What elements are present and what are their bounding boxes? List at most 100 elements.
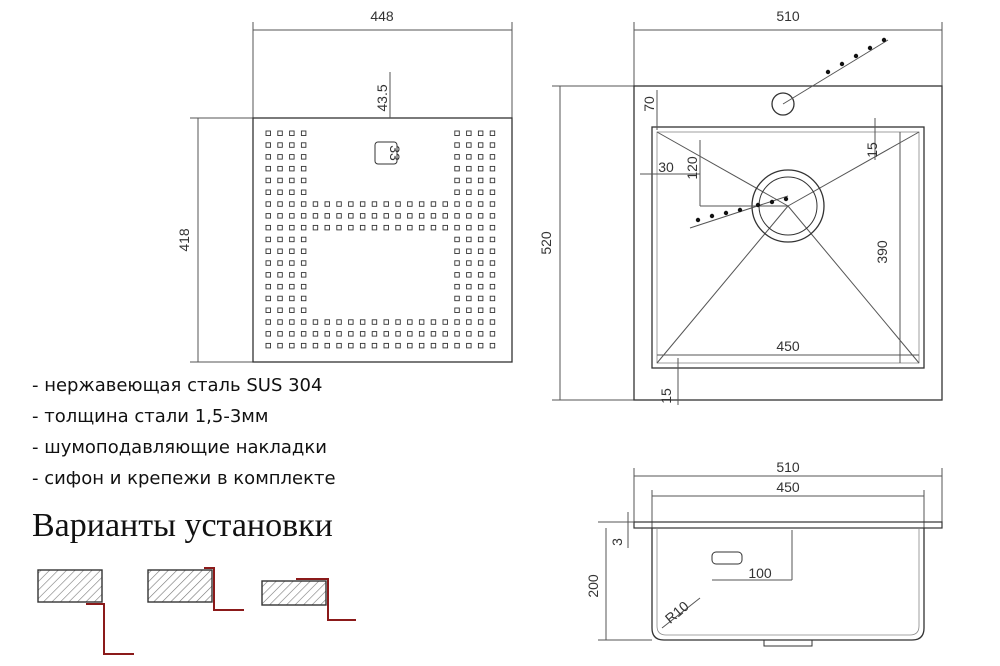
sink-rim (633, 85, 943, 401)
drain-hole (454, 213, 460, 219)
drain-hole (477, 295, 484, 302)
feature-item: - нержавеющая сталь SUS 304 (32, 375, 323, 396)
drain-hole (289, 213, 295, 219)
drain-hole (359, 201, 366, 207)
drain-hole (489, 272, 496, 278)
drain-hole (489, 142, 496, 148)
drain-hole (265, 307, 271, 313)
grid-offset-label: 43.5 (374, 84, 390, 111)
drain-hole (489, 201, 496, 207)
drain-hole (265, 224, 271, 231)
drain-hole (430, 213, 437, 219)
drain-hole (359, 319, 366, 325)
install-variant-2 (147, 567, 244, 611)
drain-hole (489, 236, 496, 243)
drain-hole (265, 272, 271, 278)
drain-hole (466, 224, 472, 231)
drain-hole (466, 307, 472, 313)
drain-hole (489, 307, 496, 313)
drain-hole (289, 224, 295, 231)
drain-hole (300, 130, 307, 136)
drain-hole (489, 331, 496, 337)
drain-hole (359, 342, 366, 349)
drain-hole (336, 319, 342, 325)
feature-item: - сифон и крепежи в комплекте (32, 468, 336, 489)
drain-hole (265, 236, 271, 243)
section-rim-label: 3 (609, 538, 625, 546)
drain-hole (300, 165, 307, 172)
drain-hole (489, 295, 496, 302)
drain-hole (265, 248, 271, 254)
drain-hole (430, 342, 437, 349)
drain-hole (477, 342, 484, 349)
drain-hole (477, 130, 484, 136)
feature-item: - толщина стали 1,5-3мм (32, 406, 269, 427)
drain-hole (277, 248, 283, 254)
drain-hole (489, 342, 496, 349)
drain-hole (348, 319, 354, 325)
drain-hole (466, 130, 472, 136)
drain-hole (289, 154, 295, 160)
plan-height-label: 520 (538, 231, 554, 255)
drain-hole (300, 272, 307, 278)
drain-hole (312, 319, 319, 325)
drain-hole (265, 213, 271, 219)
drain-hole (383, 224, 389, 231)
drain-hole (300, 213, 307, 219)
drain-hole (277, 213, 283, 219)
drain-hole (289, 189, 295, 195)
drain-hole (289, 307, 295, 313)
drain-hole (430, 331, 437, 337)
plan-inner-offset-label: 30 (658, 159, 674, 175)
drain-hole (489, 213, 496, 219)
drain-hole (477, 260, 484, 266)
drain-hole (477, 248, 484, 254)
drain-hole (477, 189, 484, 195)
drain-hole (477, 213, 484, 219)
drain-hole (371, 342, 378, 349)
drain-hole (407, 213, 413, 219)
drain-hole (418, 213, 425, 219)
drain-hole (454, 295, 460, 302)
drain-hole (277, 295, 283, 302)
drain-hole (348, 224, 354, 231)
drain-hole (477, 331, 484, 337)
drain-hole (466, 142, 472, 148)
drain-hole (430, 224, 437, 231)
drain-hole (442, 201, 448, 207)
drain-hole (489, 283, 496, 290)
grid-mat-view (190, 22, 513, 363)
drain-hole (265, 295, 271, 302)
drain-hole (477, 177, 484, 184)
drain-hole (489, 189, 496, 195)
install-variant-1 (37, 569, 134, 655)
drain-hole (477, 154, 484, 160)
drain-hole (265, 201, 271, 207)
plan-bottom-offset-label: 15 (658, 388, 674, 404)
drain-hole (277, 236, 283, 243)
drain-hole (477, 224, 484, 231)
drain-hole (383, 342, 389, 349)
drain-hole (477, 307, 484, 313)
drain-hole (407, 201, 413, 207)
drain-hole (265, 130, 271, 136)
drain-hole (454, 260, 460, 266)
drain-hole (348, 342, 354, 349)
drain-hole (466, 177, 472, 184)
section-radius-label: R10 (662, 598, 692, 627)
drain-hole (466, 260, 472, 266)
drain-hole (324, 213, 330, 219)
tap-hole (771, 92, 795, 116)
section-overflow-label: 100 (748, 565, 772, 581)
drain-hole (489, 165, 496, 172)
section-inner-width-label: 450 (776, 479, 800, 495)
drain-hole (430, 319, 437, 325)
installation-variants-title: Варианты установки (32, 507, 333, 544)
drain-hole (371, 224, 378, 231)
drain-hole (418, 201, 425, 207)
drain-hole (418, 331, 425, 337)
drain-hole (395, 331, 401, 337)
drain-hole (442, 319, 448, 325)
drain-hole (277, 331, 283, 337)
